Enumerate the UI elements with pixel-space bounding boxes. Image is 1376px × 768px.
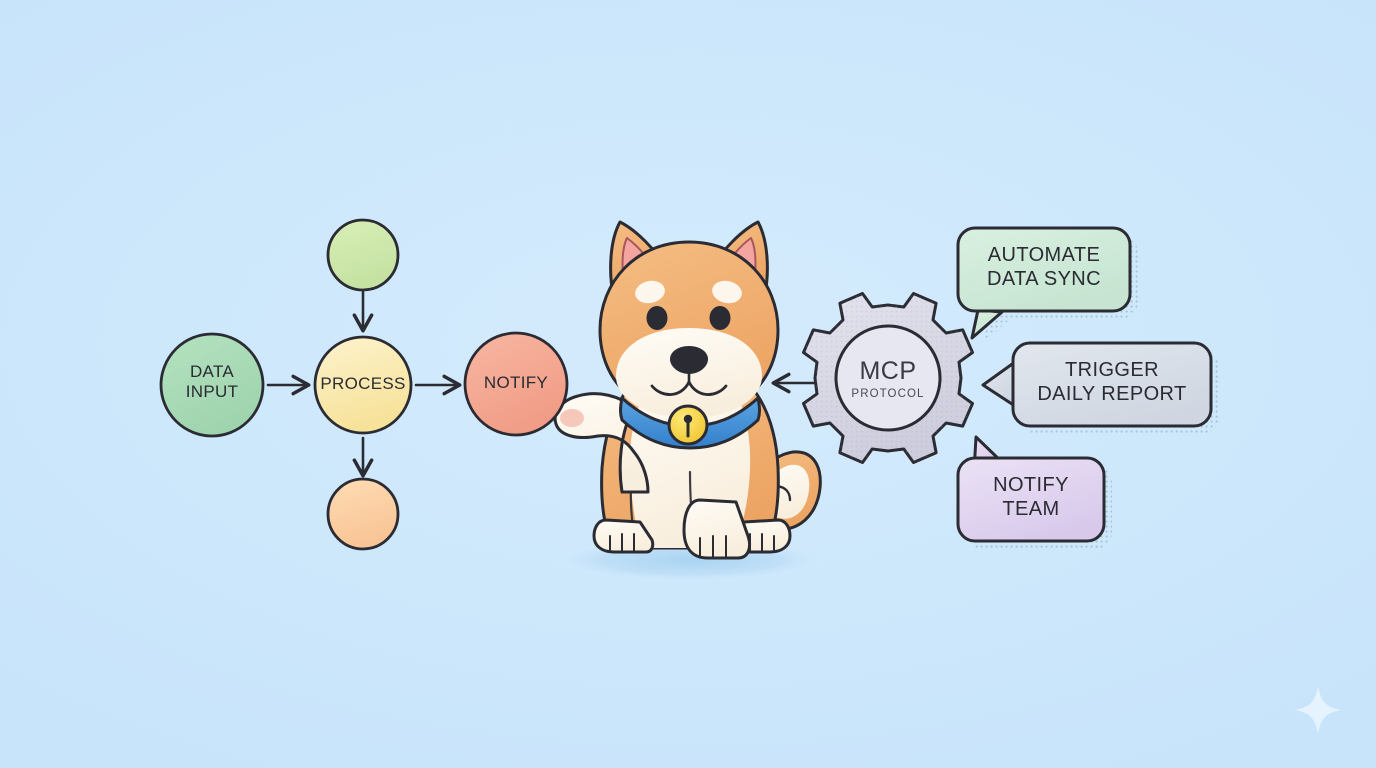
dog-head: [598, 220, 780, 418]
dog-front-paw-right: [682, 498, 752, 560]
shiba-inu-mascot[interactable]: [553, 220, 822, 560]
dog-collar: [619, 396, 761, 450]
dog-eye-right: [709, 306, 731, 330]
speech-bubble-trigger-daily-report[interactable]: [981, 341, 1219, 434]
speech-bubble-automate-data-sync[interactable]: [956, 226, 1138, 344]
flow-node-notify[interactable]: [463, 331, 569, 437]
mcp-gear[interactable]: [802, 292, 974, 464]
flow-node-input-branch-top[interactable]: [326, 218, 400, 292]
dog-eye-left: [646, 306, 668, 330]
speech-bubble-notify-team[interactable]: [956, 435, 1112, 549]
flow-node-data-input[interactable]: [159, 332, 265, 438]
sparkle-icon: [1295, 686, 1341, 734]
flow-node-process[interactable]: [313, 335, 413, 435]
flow-arrows: [266, 290, 824, 478]
flow-node-output-branch-bottom[interactable]: [326, 477, 400, 551]
